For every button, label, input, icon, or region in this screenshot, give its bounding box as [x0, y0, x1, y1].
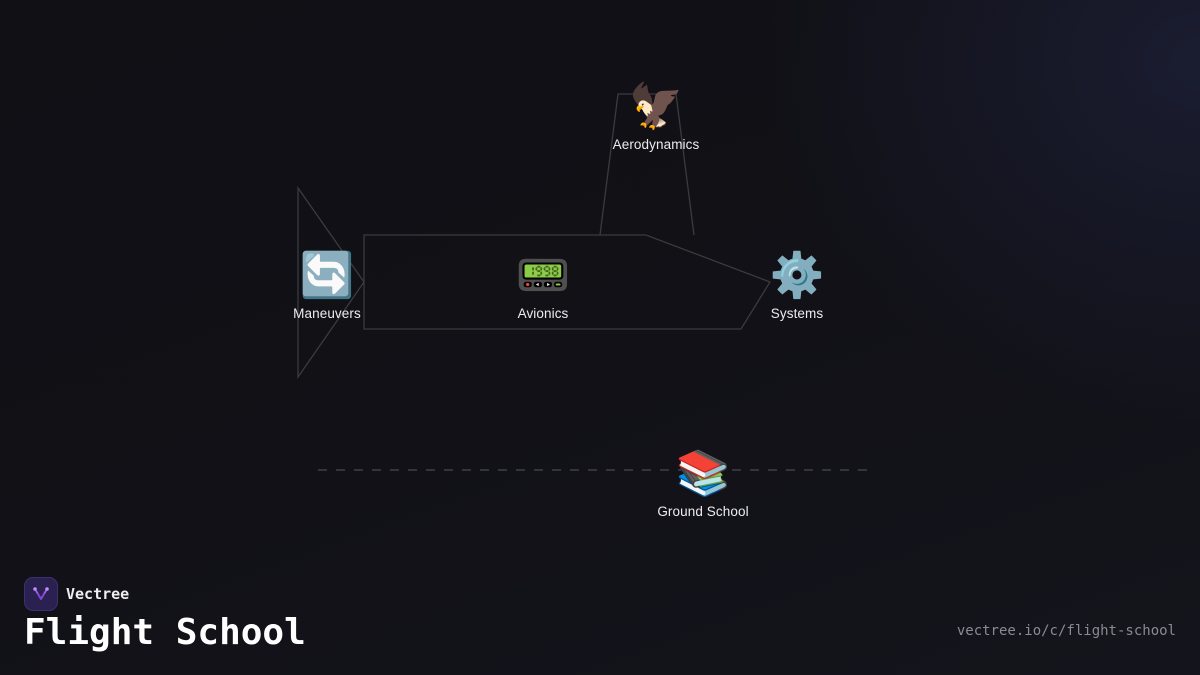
connector-fuselage-outline [363, 234, 771, 330]
node-avionics[interactable]: 📟 Avionics [463, 250, 623, 322]
brand-name: Vectree [66, 585, 130, 603]
node-ground-school[interactable]: 📚 Ground School [623, 448, 783, 520]
node-aerodynamics[interactable]: 🦅 Aerodynamics [576, 81, 736, 153]
gear-icon: ⚙️ [769, 250, 825, 301]
pager-icon: 📟 [515, 250, 571, 301]
eagle-icon: 🦅 [628, 81, 684, 132]
brand[interactable]: Vectree [24, 577, 129, 611]
connector-tail-outline [599, 93, 695, 236]
connector-wing-outline [297, 185, 365, 380]
node-label: Maneuvers [293, 306, 361, 321]
vectree-logo-icon [24, 577, 58, 611]
node-label: Avionics [517, 306, 569, 321]
cycle-arrows-icon: 🔄 [299, 250, 355, 301]
node-label: Ground School [657, 504, 749, 519]
page-url[interactable]: vectree.io/c/flight-school [956, 623, 1176, 639]
node-label: Systems [770, 306, 824, 321]
node-label: Aerodynamics [612, 137, 700, 152]
node-maneuvers[interactable]: 🔄 Maneuvers [247, 250, 407, 322]
node-systems[interactable]: ⚙️ Systems [717, 250, 877, 322]
page-title: Flight School [24, 612, 306, 653]
books-icon: 📚 [675, 448, 731, 499]
